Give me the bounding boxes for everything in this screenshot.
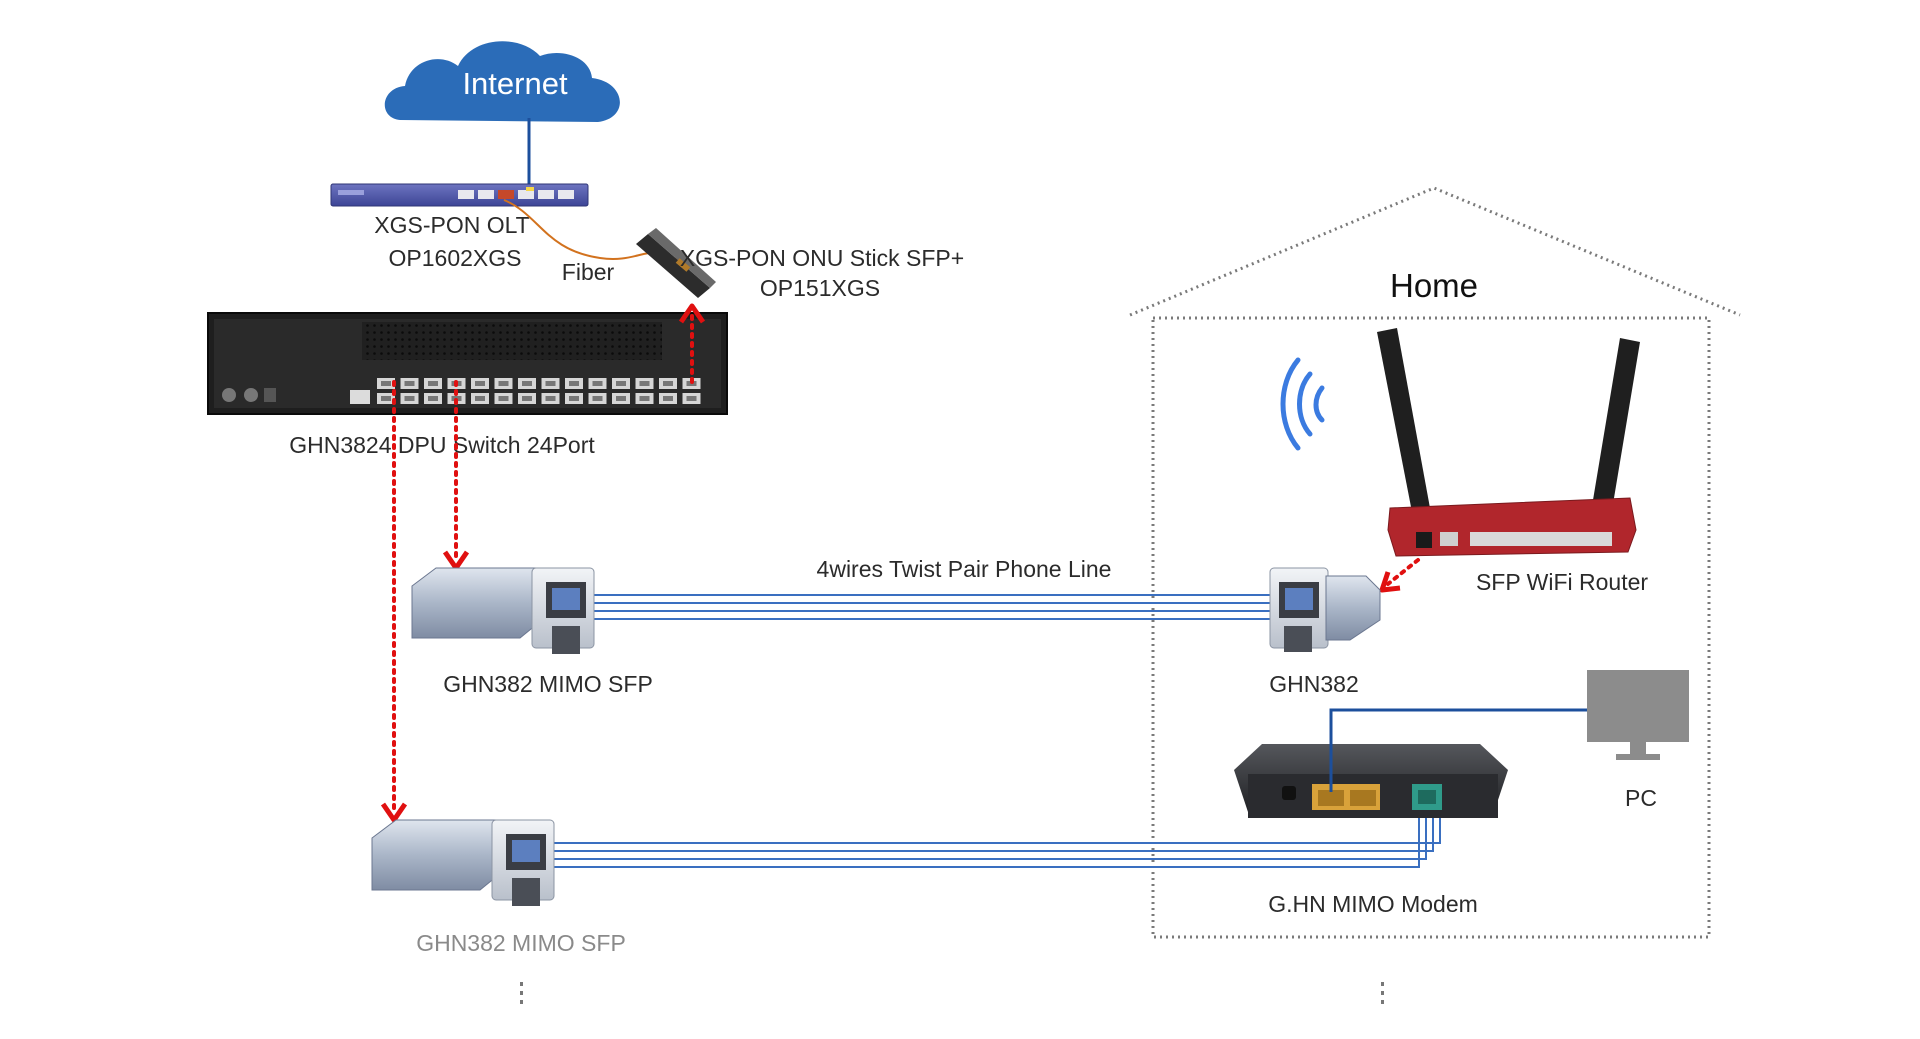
more-homes-ellipsis	[1381, 982, 1384, 1004]
onu-name-label: XGS-PON ONU Stick SFP+	[680, 245, 964, 271]
switch-port-icon	[612, 378, 630, 404]
wifi-signal-icon	[1280, 357, 1325, 451]
switch-to-sfp2-arrowhead	[380, 802, 408, 823]
switch-port-icon	[635, 378, 654, 404]
home-outline: Home	[1129, 186, 1741, 939]
switch-port-icon	[518, 378, 536, 404]
switch-port-icon	[424, 378, 442, 404]
onu-model-label: OP151XGS	[760, 275, 880, 301]
switch-port-icon	[377, 378, 395, 404]
router-label: SFP WiFi Router	[1476, 569, 1648, 595]
olt-device	[330, 183, 589, 207]
sfp-module-2	[371, 819, 555, 906]
home-roof	[1129, 186, 1741, 317]
phone-wire	[550, 800, 1427, 860]
olt-name-label: XGS-PON OLT	[374, 212, 530, 238]
wifi-router	[1377, 328, 1640, 557]
ghn382-module	[1269, 567, 1381, 652]
ghn-modem	[1234, 744, 1508, 818]
phone-line-bundle-1	[588, 594, 1286, 620]
fiber-label: Fiber	[562, 259, 615, 285]
switch-port-icon	[659, 378, 677, 404]
switch-port-icon	[494, 378, 513, 404]
sfp-module-2-label: GHN382 MIMO SFP	[416, 930, 626, 956]
router-to-ghn382-arrowhead	[1379, 571, 1401, 593]
router-to-ghn382-arrow	[1386, 558, 1420, 586]
home-title: Home	[1390, 267, 1478, 304]
sfp-module-1-label: GHN382 MIMO SFP	[443, 671, 653, 697]
home-walls	[1151, 316, 1711, 939]
cloud-icon	[384, 41, 620, 122]
switch-port-icon	[565, 378, 583, 404]
switch-port-icon	[588, 378, 607, 404]
switch-port-icon	[471, 378, 489, 404]
internet-cloud: Internet	[384, 41, 620, 122]
pc-monitor-icon	[1587, 670, 1689, 760]
ghn382-label: GHN382	[1269, 671, 1358, 697]
sfp-module-1	[411, 567, 595, 654]
pc-label: PC	[1625, 785, 1657, 811]
internet-label: Internet	[462, 66, 568, 101]
olt-model-label: OP1602XGS	[389, 245, 522, 271]
switch-to-onu-arrowhead	[678, 303, 706, 324]
phone-wire	[550, 800, 1420, 868]
modem-to-pc-cable	[1329, 708, 1587, 792]
switch-port-icon	[400, 378, 419, 404]
more-sfp-ellipsis	[520, 982, 523, 1004]
signal-arrow-group	[380, 303, 1420, 823]
dpu-switch-label: GHN3824 DPU Switch 24Port	[289, 432, 595, 458]
switch-port-icon	[541, 378, 560, 404]
phone-line-label: 4wires Twist Pair Phone Line	[817, 556, 1112, 582]
modem-label: G.HN MIMO Modem	[1268, 891, 1478, 917]
onu-stick	[636, 228, 716, 298]
